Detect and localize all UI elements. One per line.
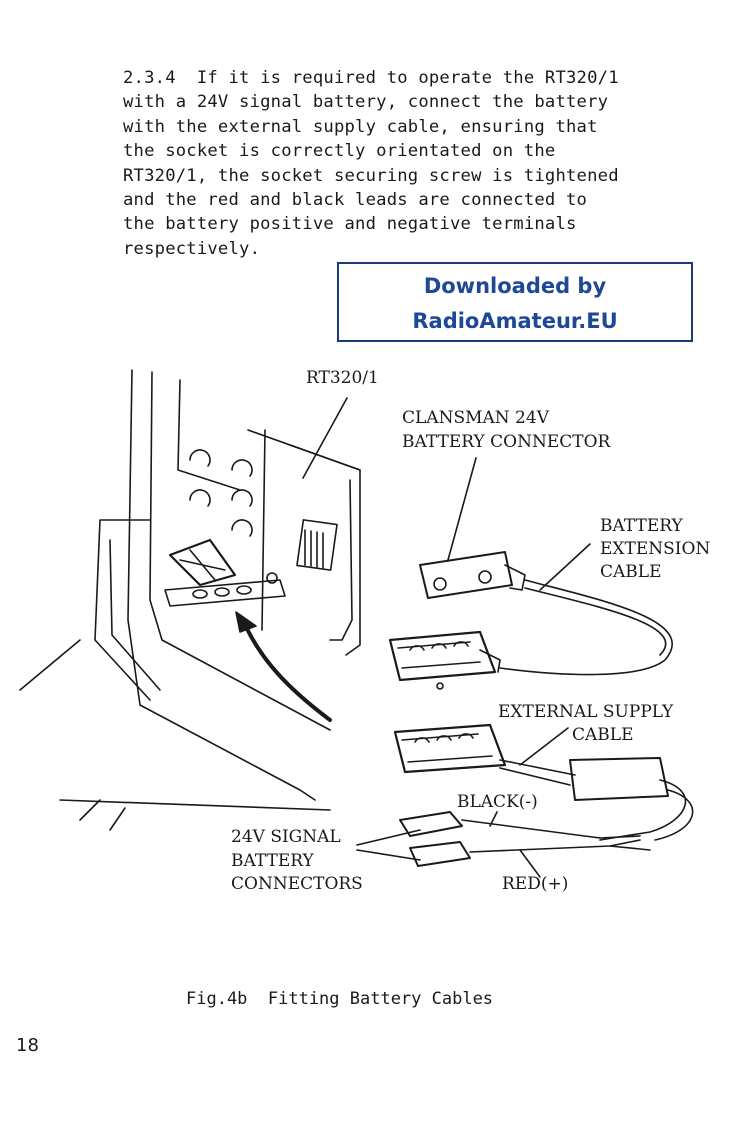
battery-cable-illustration [19,369,694,878]
label-signal-line1: 24V SIGNAL [231,827,341,847]
figure-caption: Fig.4b Fitting Battery Cables [186,989,494,1009]
fitting-arrow [235,611,332,722]
paragraph-line: with a 24V signal battery, connect the b… [123,92,609,113]
radio-rt320-drawing [19,369,361,831]
label-signal-line3: CONNECTORS [231,874,363,894]
paragraph-line: the socket is correctly orientated on th… [123,141,556,162]
watermark-line-1: Downloaded by [423,274,607,298]
label-black-lead: BLACK(-) [457,792,538,812]
external-supply-cable-drawing [393,723,694,841]
label-extension-line1: BATTERY [600,516,683,536]
paragraph-line: and the red and black leads are connecte… [123,190,588,211]
watermark-line-2: RadioAmateur.EU [412,309,618,333]
leader-lines [302,397,591,878]
label-red-lead: RED(+) [502,874,569,894]
label-rt320: RT320/1 [306,368,379,388]
extension-socket-drawing [388,630,501,690]
paragraph-line: RT320/1, the socket securing screw is ti… [123,165,619,186]
label-signal-line2: BATTERY [231,851,314,871]
paragraph-line: the battery positive and negative termin… [123,214,577,235]
label-clansman-line1: CLANSMAN 24V [402,408,549,428]
page-number: 18 [16,1035,39,1056]
paragraph-line: with the external supply cable, ensuring… [123,116,598,137]
label-clansman-line2: BATTERY CONNECTOR [402,432,611,452]
paragraph-line: respectively. [123,238,261,259]
paragraph-line: 2.3.4 If it is required to operate the R… [123,68,619,88]
label-extension-line3: CABLE [600,562,662,582]
label-extension-line2: EXTENSION [600,539,711,559]
battery-lead-clips-drawing [399,811,651,867]
download-watermark-box: Downloaded by RadioAmateur.EU [337,262,693,342]
clansman-connector-drawing [419,551,673,676]
label-supply-line1: EXTERNAL SUPPLY [498,702,674,722]
paragraph-2-3-4: 2.3.4 If it is required to operate the R… [123,66,723,261]
label-supply-line2: CABLE [572,725,634,745]
